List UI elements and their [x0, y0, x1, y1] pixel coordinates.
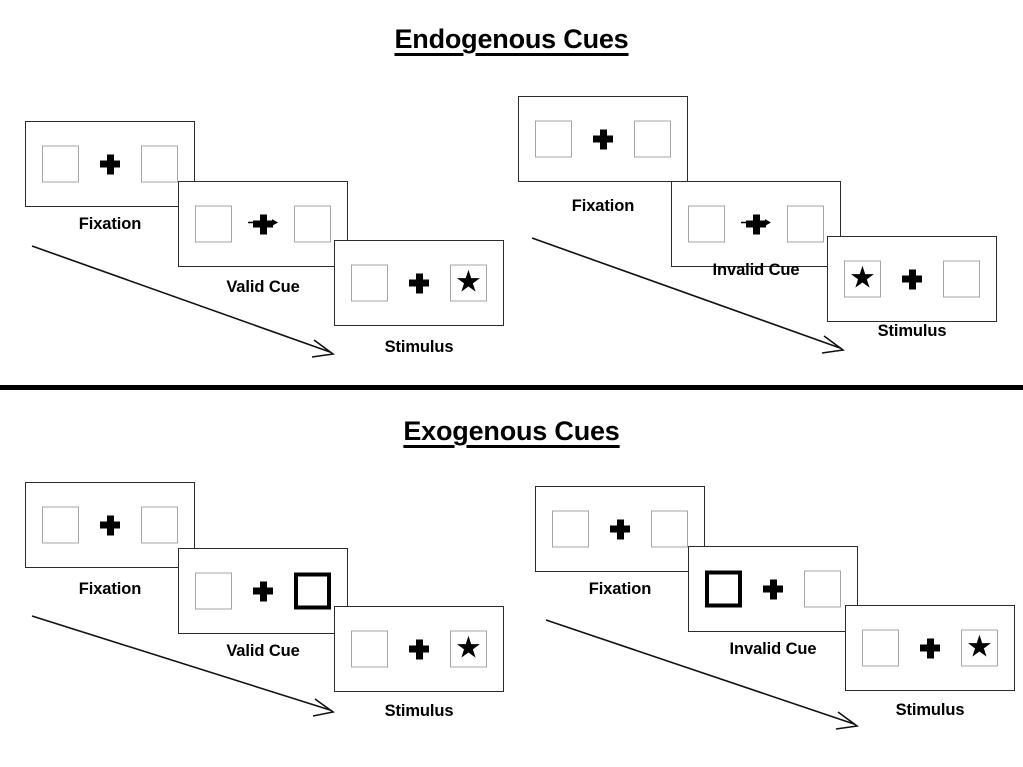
panel-label-stimulus: Stimulus	[895, 701, 965, 719]
fixation-cross-icon	[592, 128, 614, 150]
panel-label-fixation: Fixation	[571, 197, 635, 215]
panel-content-row: ★	[335, 630, 503, 668]
panel-exogenous-invalid-fixation[interactable]	[535, 486, 705, 572]
fixation-cross-icon	[252, 580, 274, 602]
fixation-cross-icon	[901, 268, 923, 290]
panel-endogenous-invalid-stimulus[interactable]: ★	[827, 236, 997, 322]
star-target-icon: ★	[849, 261, 876, 294]
left-cue-box[interactable]	[862, 629, 899, 667]
panel-endogenous-invalid-fixation[interactable]	[518, 96, 688, 182]
star-target-icon: ★	[455, 631, 482, 664]
panel-content-row	[689, 570, 857, 608]
panel-label-invalid-cue: Invalid Cue	[729, 640, 817, 658]
panel-endogenous-valid-cue[interactable]	[178, 181, 348, 267]
panel-label-stimulus: Stimulus	[384, 338, 454, 356]
panel-label-fixation: Fixation	[78, 580, 142, 598]
right-cue-box-with-target[interactable]: ★	[450, 630, 487, 668]
right-cue-box[interactable]	[787, 205, 824, 243]
panel-endogenous-valid-fixation[interactable]	[25, 121, 195, 207]
panel-content-row	[536, 510, 704, 548]
section-title-exogenous: Exogenous Cues	[403, 416, 620, 446]
left-cue-box[interactable]	[535, 120, 572, 158]
panel-content-row: ★	[828, 260, 996, 298]
arrow-right-icon	[741, 218, 771, 226]
panel-label-valid-cue: Valid Cue	[226, 642, 300, 660]
star-target-icon: ★	[455, 265, 482, 298]
section-endogenous: Endogenous Cues Fixation Valid Cue	[25, 24, 997, 358]
panel-content-row: ★	[846, 629, 1014, 667]
panel-exogenous-invalid-cue[interactable]	[688, 546, 858, 632]
right-cue-box-with-target[interactable]: ★	[450, 264, 487, 302]
fixation-cross-icon	[99, 153, 121, 175]
panel-label-stimulus: Stimulus	[384, 702, 454, 720]
panel-label-invalid-cue: Invalid Cue	[712, 261, 800, 279]
right-cue-box[interactable]	[943, 260, 980, 298]
right-cue-box[interactable]	[141, 506, 178, 544]
left-cue-box[interactable]	[42, 145, 79, 183]
section-divider	[0, 385, 1023, 390]
left-cue-box[interactable]	[195, 572, 232, 610]
left-cue-box-with-target[interactable]: ★	[844, 260, 881, 298]
fixation-cross-icon	[408, 272, 430, 294]
panel-content-row	[672, 205, 840, 243]
panel-exogenous-invalid-stimulus[interactable]: ★	[845, 605, 1015, 691]
panel-exogenous-valid-fixation[interactable]	[25, 482, 195, 568]
left-cue-box[interactable]	[42, 506, 79, 544]
panel-content-row	[179, 205, 347, 243]
right-cue-box[interactable]	[804, 570, 841, 608]
left-cue-box[interactable]	[351, 630, 388, 668]
fixation-cross-icon	[248, 213, 278, 235]
panel-label-valid-cue: Valid Cue	[226, 278, 300, 296]
star-target-icon: ★	[966, 630, 993, 663]
panel-content-row	[179, 572, 347, 610]
arrow-right-icon	[248, 218, 278, 226]
panel-content-row: ★	[335, 264, 503, 302]
left-cue-box[interactable]	[351, 264, 388, 302]
left-cue-box[interactable]	[688, 205, 725, 243]
panel-exogenous-valid-cue[interactable]	[178, 548, 348, 634]
panel-endogenous-invalid-cue[interactable]	[671, 181, 841, 267]
left-cue-box[interactable]	[195, 205, 232, 243]
left-cue-box-highlighted[interactable]	[705, 570, 742, 608]
panel-content-row	[26, 506, 194, 544]
panel-content-row	[519, 120, 687, 158]
section-title-endogenous: Endogenous Cues	[394, 24, 629, 54]
panel-content-row	[26, 145, 194, 183]
panel-label-fixation: Fixation	[588, 580, 652, 598]
section-exogenous: Exogenous Cues Fixation Valid Cue ★ Stim…	[0, 388, 1023, 767]
fixation-cross-icon	[762, 578, 784, 600]
fixation-cross-icon	[741, 213, 771, 235]
panel-endogenous-valid-stimulus[interactable]: ★	[334, 240, 504, 326]
fixation-cross-icon	[99, 514, 121, 536]
panel-label-fixation: Fixation	[78, 215, 142, 233]
panel-exogenous-valid-stimulus[interactable]: ★	[334, 606, 504, 692]
fixation-cross-icon	[919, 637, 941, 659]
right-cue-box-with-target[interactable]: ★	[961, 629, 998, 667]
time-flow-arrow-exogenous-invalid	[545, 619, 860, 730]
fixation-cross-icon	[609, 518, 631, 540]
left-cue-box[interactable]	[552, 510, 589, 548]
right-cue-box[interactable]	[141, 145, 178, 183]
fixation-cross-icon	[408, 638, 430, 660]
panel-label-stimulus: Stimulus	[877, 322, 947, 340]
right-cue-box[interactable]	[634, 120, 671, 158]
right-cue-box[interactable]	[294, 205, 331, 243]
right-cue-box-highlighted[interactable]	[294, 572, 331, 610]
right-cue-box[interactable]	[651, 510, 688, 548]
